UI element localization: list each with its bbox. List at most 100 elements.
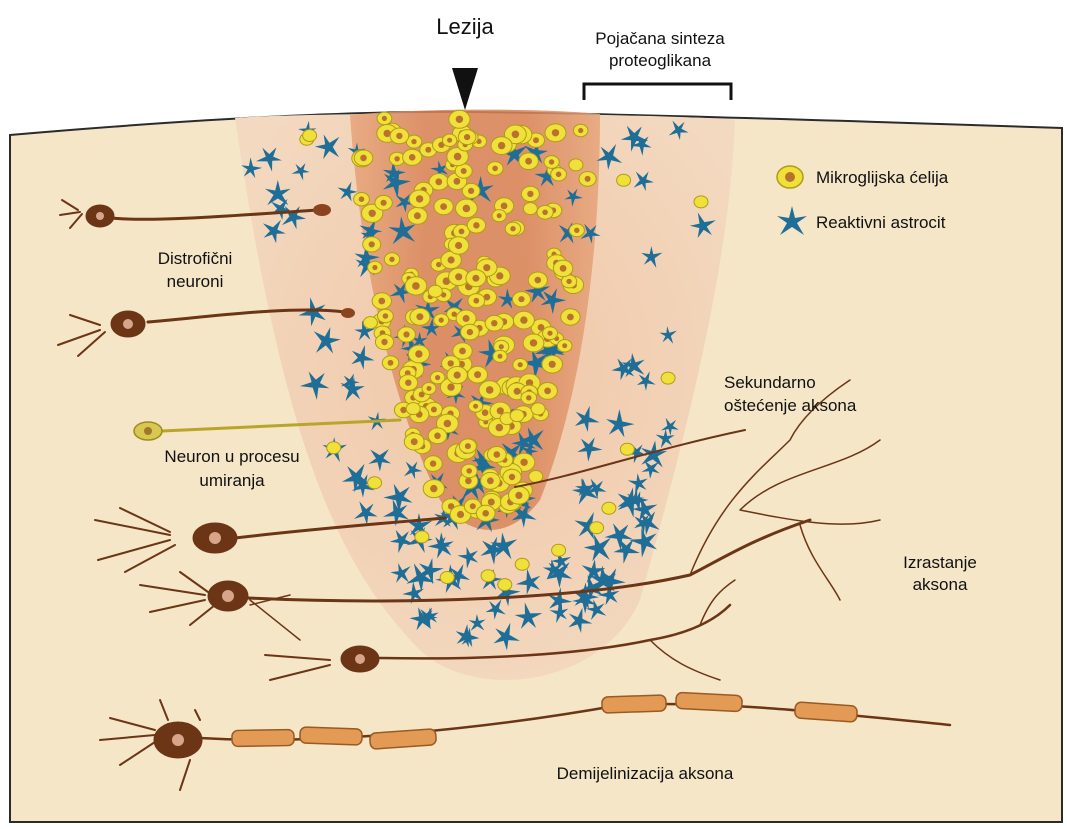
microglial-cell: [408, 207, 428, 224]
dying-neuron-label-line1: Neuron u procesu: [164, 447, 299, 466]
microglial-cell: [523, 203, 537, 215]
microglial-cell: [448, 237, 468, 254]
microglial-cell: [368, 261, 383, 273]
microglial-cell: [363, 237, 381, 252]
microglial-cell: [544, 156, 559, 169]
microglial-cell: [458, 130, 476, 145]
lesion-arrow: [452, 68, 478, 110]
microglial-cell: [410, 308, 430, 325]
microglial-cell: [509, 487, 530, 505]
microglial-cell: [327, 442, 341, 454]
proteoglycan-bracket: [584, 84, 731, 100]
microglial-cell: [521, 391, 537, 404]
microglial-cell: [573, 124, 588, 136]
microglial-cell: [390, 128, 409, 144]
microglial-cell: [368, 477, 382, 489]
microglial-cell: [354, 150, 373, 166]
microglial-cell: [405, 277, 427, 295]
microglial-cell: [602, 502, 616, 514]
microglial-cell: [521, 186, 539, 201]
microglial-cell: [531, 403, 545, 415]
microglial-cell: [552, 544, 566, 556]
microglial-cell: [498, 579, 512, 591]
microglial-cell: [469, 400, 483, 412]
microglial-cell: [303, 130, 317, 142]
microglial-cell: [491, 137, 512, 155]
microglial-cell: [561, 309, 580, 325]
microglial-cell: [447, 367, 467, 384]
microglial-cell: [479, 381, 501, 399]
microglial-cell: [363, 317, 377, 329]
proteoglycan-label-line2: proteoglikana: [609, 51, 712, 70]
microglial-cell: [409, 190, 430, 208]
microglial-cell: [456, 199, 478, 218]
microglial-cell: [428, 428, 447, 444]
dystrophic-label-line2: neuroni: [167, 272, 224, 291]
microglial-cell: [538, 383, 558, 400]
microglial-cell: [694, 196, 708, 208]
microglial-cell: [510, 410, 524, 422]
microglial-cell: [617, 174, 631, 186]
microglial-cell: [493, 350, 507, 362]
microglial-cell: [487, 162, 503, 176]
microglial-cell: [537, 205, 553, 219]
microglial-cell: [422, 383, 436, 395]
microglial-cell: [545, 124, 566, 142]
microglial-cell: [503, 469, 521, 485]
dying-neuron-label-line2: umiranja: [199, 471, 265, 490]
microglial-cell: [485, 315, 503, 331]
secondary-damage-label-line2: oštećenje aksona: [724, 396, 857, 415]
legend-microglia-label: Mikroglijska ćelija: [816, 168, 949, 187]
microglial-cell: [476, 505, 495, 521]
microglial-cell: [661, 372, 675, 384]
microglial-cell: [487, 447, 506, 463]
microglial-cell: [590, 522, 604, 534]
sprouting-label-line2: aksona: [913, 575, 968, 594]
microglial-cell: [378, 309, 394, 322]
microglial-cell: [481, 472, 501, 489]
microglial-cell: [569, 159, 583, 171]
proteoglycan-label-line1: Pojačana sinteza: [595, 29, 725, 48]
microglial-cell: [453, 343, 472, 360]
microglial-cell: [382, 356, 398, 370]
microglial-cell: [442, 134, 456, 146]
microglial-cell: [519, 153, 538, 170]
microglial-cell: [553, 260, 572, 277]
microglial-cell: [513, 359, 528, 371]
microglial-cell: [513, 311, 534, 329]
microglial-cell: [528, 272, 547, 288]
microglial-cell: [515, 558, 529, 570]
microglial-cell: [466, 270, 486, 287]
microglial-cell: [523, 334, 544, 352]
microglial-cell: [569, 224, 584, 237]
microglial-cell: [406, 403, 420, 415]
secondary-damage-label-line1: Sekundarno: [724, 373, 816, 392]
microglial-cell: [398, 327, 416, 342]
microglial-cell: [434, 314, 449, 327]
microglial-cell: [424, 456, 442, 472]
microglial-cell: [461, 464, 477, 478]
microglial-cell: [372, 293, 391, 309]
microglial-cell: [543, 327, 558, 340]
microglial-cell: [505, 222, 520, 235]
lesion-label: Lezija: [436, 14, 494, 39]
dystrophic-label-line1: Distrofični: [158, 249, 233, 268]
microglial-cell: [423, 480, 444, 498]
microglia-icon: [777, 166, 803, 188]
microglial-cell: [468, 294, 485, 308]
legend-astrocyte-label: Reaktivni astrocit: [816, 213, 946, 232]
microglial-cell: [415, 531, 429, 543]
microglial-cell: [459, 439, 476, 453]
demyelination-label: Demijelinizacija aksona: [557, 764, 734, 783]
microglial-cell: [481, 570, 495, 582]
microglial-cell: [467, 218, 485, 234]
microglial-cell: [557, 340, 572, 352]
microglial-cell: [408, 345, 429, 363]
microglial-cell: [513, 292, 531, 307]
microglial-cell: [375, 334, 393, 349]
microglial-cell: [492, 210, 506, 222]
microglial-cell: [377, 112, 392, 125]
microglial-cell: [375, 195, 392, 210]
microglial-cell: [620, 443, 634, 455]
